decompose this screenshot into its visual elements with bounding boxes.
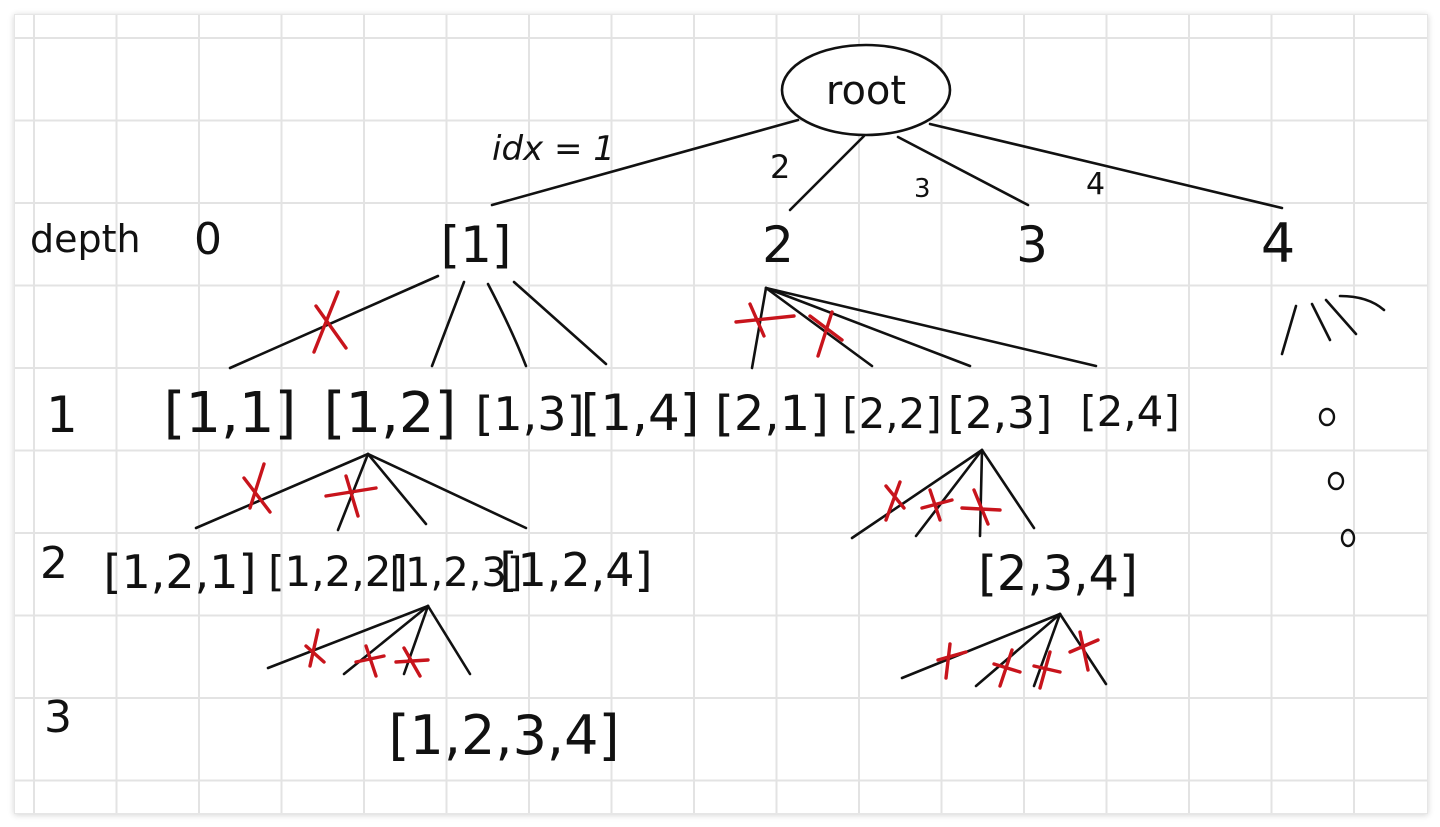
edge-label-2: 2: [770, 148, 790, 186]
depth-level-0: 0: [194, 214, 222, 265]
edge-1-2-3-to-1-2-3-4: [426, 604, 472, 676]
depth-level-2: 2: [40, 538, 68, 589]
edge-2-3-4-branch: [974, 612, 1062, 688]
edge-1-to-1-1: [228, 274, 440, 370]
prune-mark: [354, 644, 386, 678]
edge-2-to-2-4: [764, 286, 1098, 368]
idx-label: idx = 1: [492, 129, 615, 169]
node-2-3: [2,3]: [948, 388, 1052, 439]
edge-2-3-4-branch: [900, 612, 1062, 680]
node-1-3: [1,3]: [475, 387, 584, 441]
depth-level-1: 1: [46, 386, 78, 444]
prune-mark: [960, 488, 1002, 526]
node-1: [1]: [441, 216, 512, 274]
node-1-4: [1,4]: [581, 384, 700, 442]
edge-label-3: 3: [914, 174, 931, 204]
prune-mark: [734, 302, 796, 338]
edge-1-2-to-1-2-1: [194, 452, 370, 530]
edge-1-to-1-3: [486, 282, 528, 368]
edge-4-branch: [1338, 294, 1386, 312]
node-2-2: [2,2]: [842, 389, 942, 438]
ellipsis-dots: [1318, 407, 1356, 548]
node-3: 3: [1016, 216, 1048, 274]
prune-mark: [936, 642, 968, 680]
node-1-2-2: [1,2,2]: [268, 547, 408, 596]
prune-mark: [808, 310, 844, 358]
edge-2-to-2-3: [764, 286, 972, 368]
edge-1-2-3-branch: [266, 604, 430, 670]
prune-mark: [394, 646, 430, 678]
node-2: 2: [762, 216, 794, 274]
edge-2-3-4-branch: [1032, 612, 1062, 688]
node-1-2-3-4: [1,2,3,4]: [388, 704, 619, 767]
depth-level-3: 3: [44, 692, 72, 743]
prune-mark: [992, 648, 1022, 688]
node-1-1: [1,1]: [164, 381, 297, 446]
prune-mark: [884, 480, 906, 522]
node-1-2: [1,2]: [324, 381, 457, 446]
grid-paper-background: [14, 14, 1428, 814]
node-1-2-3: [1,2,3]: [390, 550, 523, 596]
edge-2-3-branch: [980, 448, 1036, 530]
node-2-3-4: [2,3,4]: [978, 546, 1138, 602]
edge-1-2-to-1-2-3: [366, 452, 428, 526]
edge-2-3-branch: [850, 448, 984, 540]
prune-mark: [1068, 630, 1100, 672]
edge-2-to-2-2: [764, 286, 874, 368]
edge-4-branch: [1280, 304, 1298, 356]
prune-mark: [304, 628, 326, 668]
edge-1-to-1-2: [430, 280, 466, 368]
prune-mark: [324, 474, 378, 518]
root-label: root: [826, 68, 906, 114]
node-2-4: [2,4]: [1080, 387, 1180, 436]
edge-root-to-4: [928, 122, 1284, 210]
edge-2-3-branch: [978, 448, 984, 538]
edge-1-to-1-4: [512, 280, 608, 366]
edge-4-branch: [1310, 302, 1332, 342]
edge-2-3-branch: [914, 448, 984, 538]
edge-label-4: 4: [1086, 167, 1105, 202]
root-node-ellipse: [780, 43, 952, 137]
prune-mark: [242, 462, 272, 514]
node-4: 4: [1261, 212, 1295, 275]
edge-root-to-3: [896, 135, 1030, 207]
edge-root-to-2: [788, 134, 866, 212]
edge-1-2-to-1-2-4: [366, 452, 528, 530]
edge-root-to-1: [490, 118, 800, 207]
prune-mark: [312, 290, 348, 354]
node-1-2-1: [1,2,1]: [104, 545, 257, 599]
prune-mark: [920, 488, 954, 522]
prune-mark: [1032, 650, 1062, 690]
edge-4-branch: [1324, 298, 1358, 336]
node-1-2-4: [1,2,4]: [500, 543, 653, 597]
node-2-1: [2,1]: [715, 386, 829, 442]
depth-header: depth: [30, 217, 141, 261]
